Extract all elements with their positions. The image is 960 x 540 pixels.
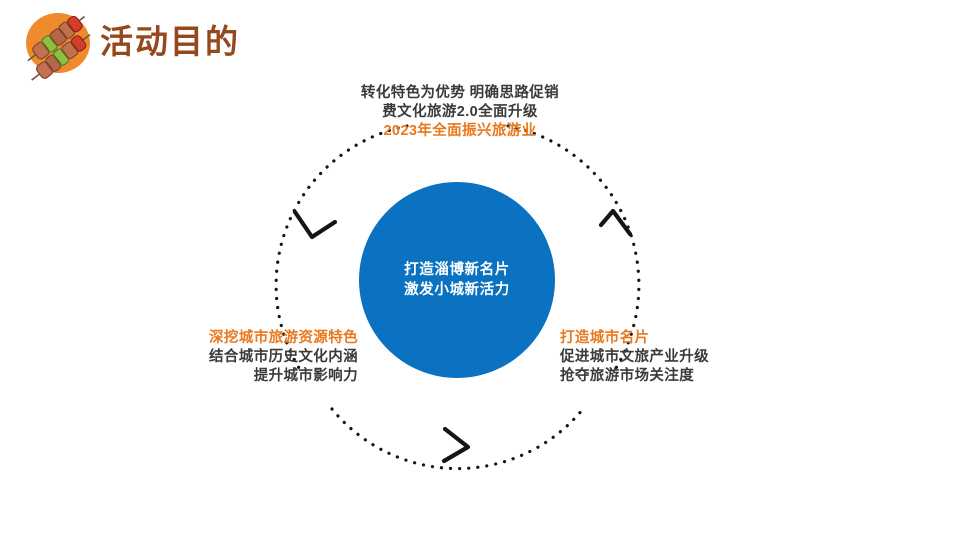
cycle-node-left-headline: 深挖城市旅游资源特色 xyxy=(209,330,358,346)
cycle-node-left-line-2: 提升城市影响力 xyxy=(253,368,358,384)
center-circle: 打造淄博新名片 激发小城新活力 xyxy=(359,182,555,378)
cycle-node-right-line-2: 抢夺旅游市场关注度 xyxy=(560,368,695,384)
center-label-line-1: 打造淄博新名片 xyxy=(404,262,510,278)
arrow-upper-right xyxy=(598,208,633,237)
cycle-node-right-headline: 打造城市名片 xyxy=(560,330,650,346)
ring-arc-upper-left xyxy=(274,124,409,370)
cycle-node-left: 深挖城市旅游资源特色 结合城市历史文化内涵 提升城市影响力 xyxy=(168,329,358,386)
ring-arc-upper-right xyxy=(506,124,641,370)
cycle-node-top-highlight: 2023年全面振兴旅游业 xyxy=(383,123,537,139)
ring-arc-bottom xyxy=(330,407,585,471)
page-title: 活动目的 xyxy=(100,23,240,60)
cycle-node-top-line-1: 转化特色为优势 明确思路促销 xyxy=(360,85,560,101)
cycle-node-right: 打造城市名片 促进城市文旅产业升级 抢夺旅游市场关注度 xyxy=(560,329,750,386)
slide-header: 活动目的 xyxy=(0,0,960,90)
arrow-upper-left xyxy=(292,209,338,240)
cycle-node-right-line-1: 促进城市文旅产业升级 xyxy=(560,349,709,365)
cycle-node-top-line-2: 费文化旅游2.0全面升级 xyxy=(382,104,538,120)
arrow-bottom xyxy=(441,426,471,464)
cycle-node-left-line-1: 结合城市历史文化内涵 xyxy=(209,349,358,365)
bbq-skewers-icon xyxy=(12,6,100,82)
center-label: 打造淄博新名片 激发小城新活力 xyxy=(404,260,510,300)
cycle-node-top: 转化特色为优势 明确思路促销 费文化旅游2.0全面升级 2023年全面振兴旅游业 xyxy=(331,84,589,141)
center-label-line-2: 激发小城新活力 xyxy=(404,282,510,298)
